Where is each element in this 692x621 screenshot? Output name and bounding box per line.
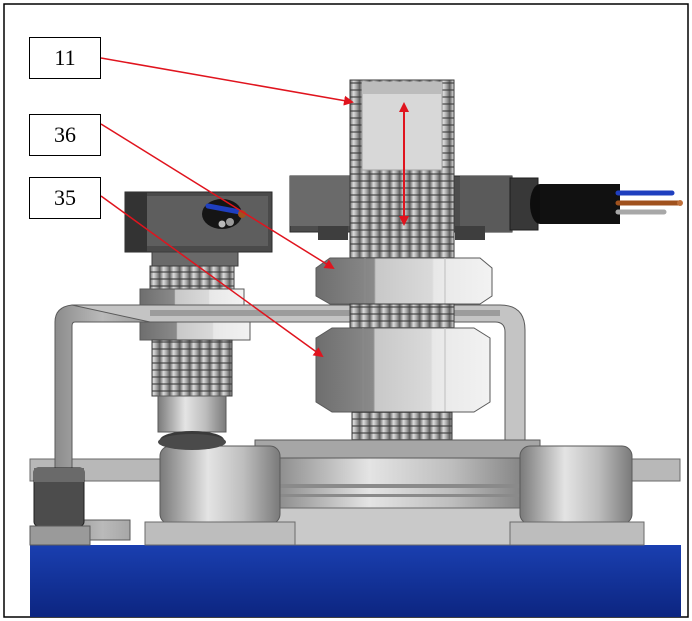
callout-text-36: 36 (54, 122, 76, 147)
cable-jacket-right (540, 184, 620, 224)
sensor-housing-right-left-tab (290, 176, 350, 226)
hex-nut-upper (315, 257, 493, 305)
sensor-thread-left-lower (151, 339, 233, 397)
callout-text-11: 11 (54, 45, 76, 70)
leader-line-35 (100, 195, 324, 358)
callout-label-36: 36 (29, 114, 101, 156)
post-right (519, 445, 633, 525)
threaded-rod-bore-shade (362, 82, 442, 94)
post-right-foot (509, 521, 645, 546)
sensor-housing-left-face (135, 196, 268, 246)
load-cell-flange (254, 439, 541, 459)
sensor-tip-left (157, 395, 227, 433)
bracket-inner-edge (150, 310, 500, 316)
sensor-housing-right-lower-right (455, 226, 485, 240)
threaded-rod-middle (349, 303, 455, 331)
callout-label-35: 35 (29, 177, 101, 219)
sensor-nut-left-lower (139, 321, 251, 341)
leader-line-36 (100, 123, 335, 270)
sensor-pad-left (158, 434, 226, 450)
wire-blue-left (205, 203, 243, 215)
hex-nut-lower (315, 327, 491, 413)
post-left-foot (144, 521, 296, 546)
sensor-thread-left-upper (149, 265, 235, 291)
callout-label-11: 11 (29, 37, 101, 79)
post-left (159, 445, 281, 525)
sensor-housing-right-lower-left (318, 226, 348, 240)
cap-screw-left-top (34, 468, 84, 482)
load-cell-groove-2 (258, 494, 536, 497)
leader-line-11 (100, 57, 354, 106)
load-cell-body (257, 457, 537, 509)
wire-grey-left (226, 218, 234, 226)
threaded-rod-bore (361, 81, 443, 171)
threaded-rod-lower (351, 411, 453, 441)
sensor-housing-right-tab-2 (460, 176, 512, 232)
load-cell-groove-1 (258, 484, 536, 488)
cap-screw-left-washer (29, 525, 91, 546)
callout-text-35: 35 (54, 185, 76, 210)
base-plate (30, 545, 681, 617)
wire-brown-right-tip (677, 200, 683, 206)
wire-grey-left-2 (218, 220, 226, 228)
sensor-nut-left-upper (139, 288, 245, 306)
